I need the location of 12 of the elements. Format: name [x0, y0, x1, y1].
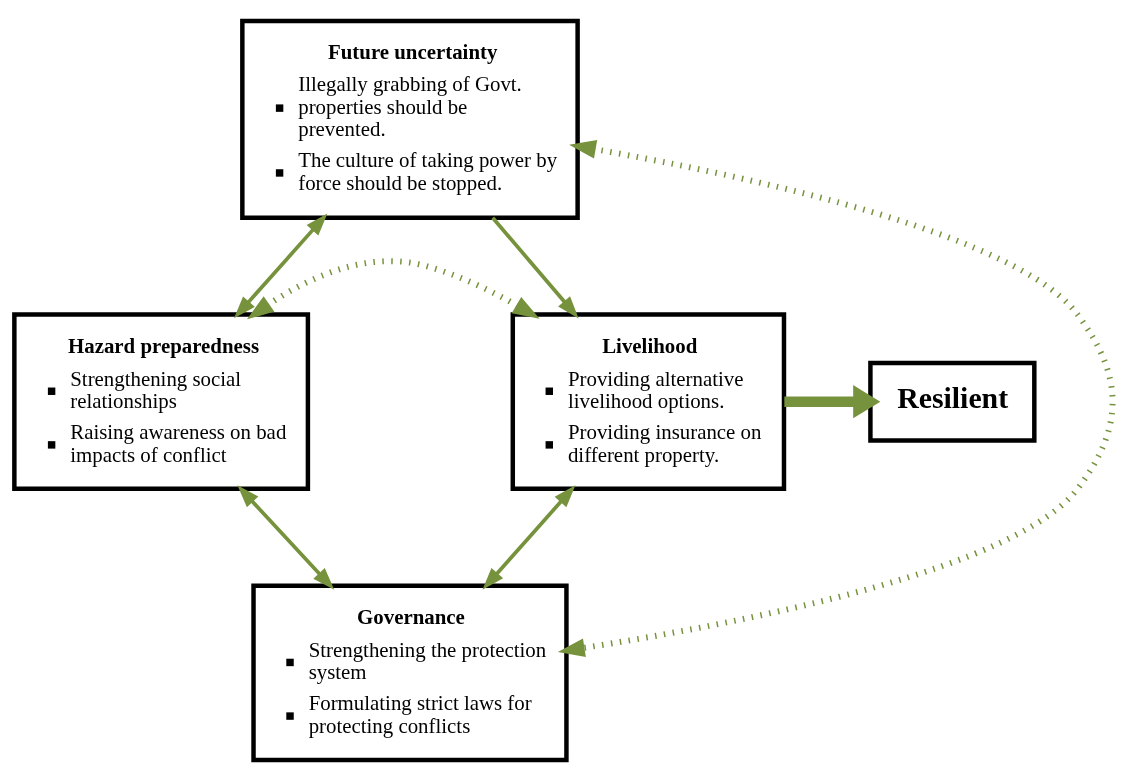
arrow [237, 484, 335, 590]
node-box: Governance Strengthening the protection system Formulating strict laws for protecting conflicts [251, 582, 569, 762]
arrow [234, 213, 328, 318]
arrow [557, 139, 1116, 657]
node-box: Resilient [868, 360, 1037, 443]
arrow [247, 257, 540, 319]
arrow [491, 216, 579, 318]
node-box: Livelihood Providing alternative livelihood options. Providing insurance on different property. [510, 311, 787, 491]
arrow [482, 484, 576, 590]
node-box: Hazard preparedness Strengthening social relationships Raising awareness on bad impacts of conflict [12, 311, 311, 491]
arrow [784, 384, 881, 418]
node-box: Future uncertainty Illegally grabbing of Govt. properties should be prevented. The culture of taking power by force should be stopped. [240, 18, 580, 220]
